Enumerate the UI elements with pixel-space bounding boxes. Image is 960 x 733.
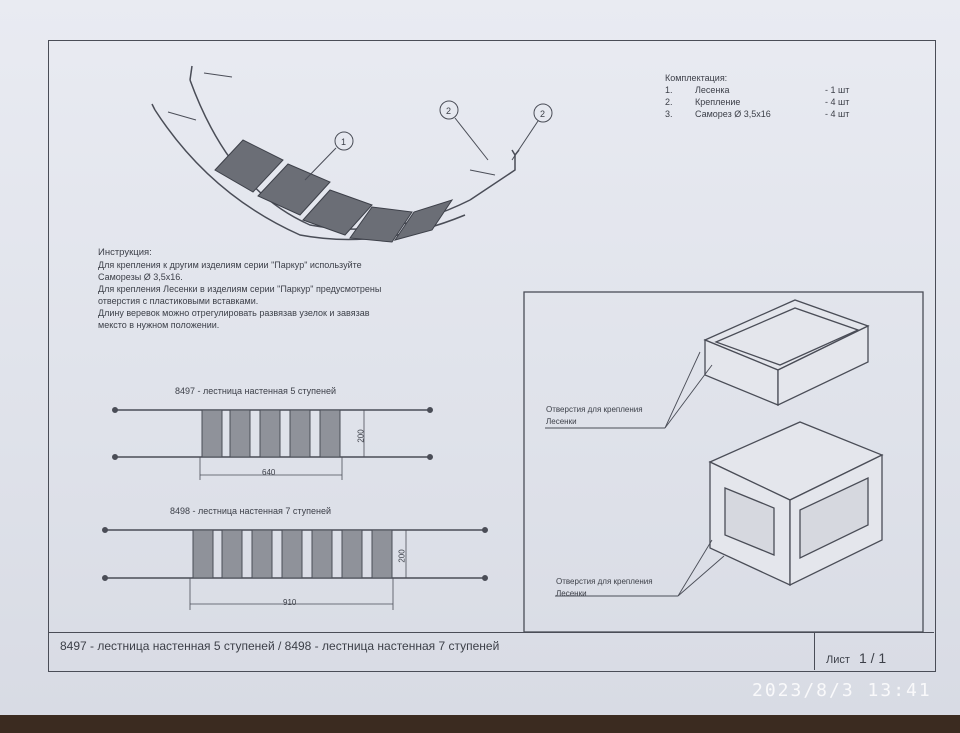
sheet-label: Лист <box>826 654 850 666</box>
ladder-7-label: 8498 - лестница настенная 7 ступеней <box>170 506 331 516</box>
ladder-5-height: 200 <box>356 429 366 443</box>
ladder-7-dims <box>189 529 410 610</box>
instruction-line: мексто в нужном положении. <box>98 320 220 330</box>
instructions: Инструкция: Для крепления к другим издел… <box>98 247 381 331</box>
instructions-header: Инструкция: <box>98 247 152 258</box>
box-label-line1: Отверстия для крепления <box>546 405 643 414</box>
drawing-frame <box>48 40 936 672</box>
open-tray-box <box>703 299 870 407</box>
cube-box <box>708 421 884 587</box>
box-label-line2: Лесенки <box>546 417 577 426</box>
instruction-line: отверстия с пластиковыми вставками. <box>98 296 259 306</box>
parts-row: 3. Саморез Ø 3,5x16 - 4 шт <box>665 108 849 120</box>
box-label-line2: Лесенки <box>556 589 587 598</box>
part-qty: - 4 шт <box>825 97 850 107</box>
ladder-5-step-bars <box>201 409 341 458</box>
instruction-line: Длину веревок можно отрегулировать развя… <box>98 308 370 318</box>
ladder-7-height: 200 <box>397 549 407 563</box>
callout-2a: 2 <box>446 106 451 116</box>
part-name: Саморез Ø 3,5x16 <box>695 109 771 119</box>
box-label-top: Отверстия для крепления Лесенки <box>546 404 643 428</box>
ladder-5-width: 640 <box>262 468 276 477</box>
parts-row: 2. Крепление - 4 шт <box>665 96 849 108</box>
box-label-bottom: Отверстия для крепления Лесенки <box>556 576 653 600</box>
sheet-number: 1 / 1 <box>858 650 887 666</box>
callout-2b: 2 <box>540 109 545 119</box>
part-name: Крепление <box>695 97 741 107</box>
ladder-7-width: 910 <box>283 598 297 607</box>
part-qty: - 4 шт <box>825 109 850 119</box>
hanging-ladder-steps <box>214 139 454 243</box>
ladder-5-label: 8497 - лестница настенная 5 ступеней <box>175 386 336 396</box>
box-label-line1: Отверстия для крепления <box>556 577 653 586</box>
part-num: 3. <box>665 109 673 119</box>
ladder-5-dims <box>199 409 368 480</box>
photo-timestamp: 2023/8/3 13:41 <box>752 680 932 701</box>
parts-list: Комплектация: 1. Лесенка - 1 шт 2. Крепл… <box>665 72 849 120</box>
table-surface <box>0 715 960 733</box>
part-name: Лесенка <box>695 85 730 95</box>
box-leaders <box>545 351 725 597</box>
part-num: 1. <box>665 85 673 95</box>
instruction-line: Для крепления к другим изделиям серии "П… <box>98 260 362 270</box>
ladder-7-step-bars <box>192 529 393 579</box>
parts-row: 1. Лесенка - 1 шт <box>665 84 849 96</box>
instruction-line: Для крепления Лесенки в изделиям серии "… <box>98 284 382 294</box>
part-num: 2. <box>665 97 673 107</box>
title-block <box>48 632 934 671</box>
callout-lines <box>167 72 553 181</box>
instruction-line: Саморезы Ø 3,5x16. <box>98 272 183 282</box>
drawing-title: 8497 - лестница настенная 5 ступеней / 8… <box>60 639 500 653</box>
sheet-box <box>814 632 935 670</box>
callout-1: 1 <box>341 137 346 147</box>
sheet-info: Лист 1 / 1 <box>826 650 887 666</box>
parts-list-header: Комплектация: <box>665 73 728 83</box>
part-qty: - 1 шт <box>825 85 850 95</box>
